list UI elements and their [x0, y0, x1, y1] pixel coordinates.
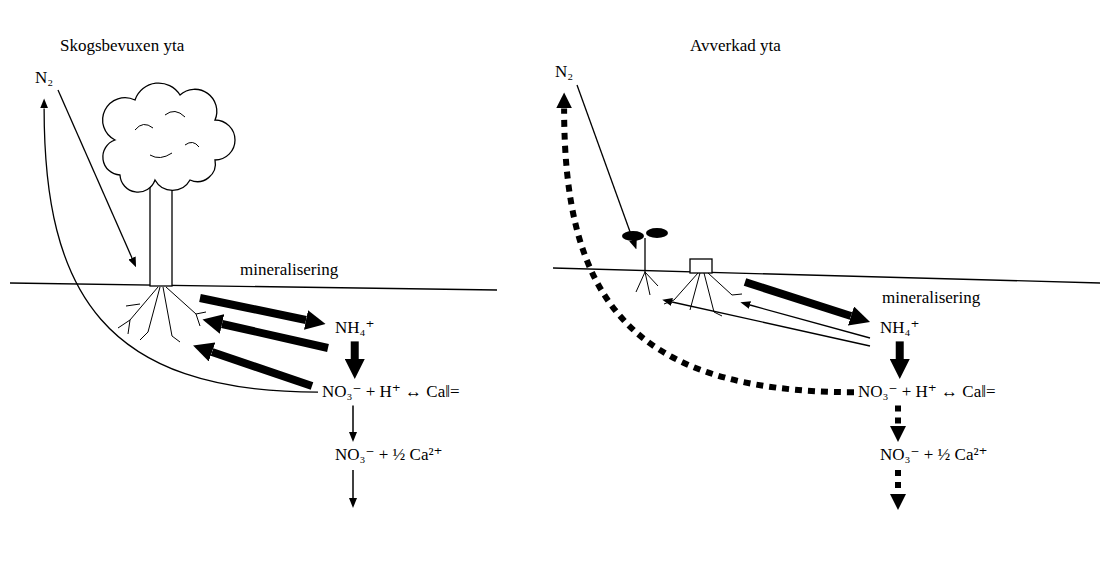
process-label: mineralisering	[240, 260, 338, 280]
formula-text: N₂	[35, 68, 53, 88]
formula-node: N₂	[555, 62, 573, 82]
formula-text: NO₃⁻ + H⁺ ↔ Ca‖=	[858, 382, 996, 402]
formula-node: NO₃⁻ + ½ Ca²⁺	[335, 445, 443, 465]
fixation-arrow	[577, 85, 633, 240]
tree-trunk	[150, 178, 172, 286]
crown-detail	[135, 111, 199, 157]
seedling-roots	[636, 272, 658, 295]
formula-text: NO₃⁻ + H⁺ ↔ Ca‖=	[322, 382, 460, 402]
dotted-flow-arrow	[564, 108, 854, 392]
ground-line	[10, 283, 497, 290]
mineralisation-arrow	[745, 282, 851, 316]
formula-node: NO₃⁻ + ½ Ca²⁺	[880, 445, 988, 465]
formula-text: N₂	[555, 62, 573, 82]
formula-text: NH₄⁺	[335, 318, 374, 338]
formula-node: NO₃⁻ + H⁺ ↔ Ca‖=	[322, 382, 460, 402]
panel-heading: Avverkad yta	[690, 36, 781, 56]
formula-text: NH₄⁺	[880, 318, 919, 338]
formula-text: NO₃⁻ + ½ Ca²⁺	[335, 445, 443, 465]
flow-arrow	[351, 341, 359, 359]
seedling-stem	[644, 238, 645, 272]
tree-crown	[103, 83, 235, 192]
uptake-arrow	[212, 352, 312, 386]
leaching-arrow	[352, 470, 354, 498]
tree-stump	[690, 259, 712, 273]
mineralisation-arrow	[200, 298, 306, 320]
formula-text: NO₃⁻ + ½ Ca²⁺	[880, 445, 988, 465]
flow-arrow	[352, 405, 354, 432]
process-label: mineralisering	[882, 288, 980, 308]
formula-node: NH₄⁺	[880, 318, 919, 338]
flow-arrow	[896, 341, 904, 359]
formula-node: NO₃⁻ + H⁺ ↔ Ca‖=	[858, 382, 996, 402]
uptake-arrow	[672, 302, 870, 346]
leaching-arrow	[895, 470, 901, 494]
formula-node: N₂	[35, 68, 53, 88]
dotted-flow-arrow	[895, 405, 901, 426]
panel-heading: Skogsbevuxen yta	[60, 36, 184, 56]
seedling-leaf	[646, 228, 668, 238]
fixation-arrow	[58, 90, 132, 258]
ground-line	[553, 268, 1100, 283]
uptake-arrow	[222, 324, 328, 348]
flow-arrow	[44, 108, 318, 392]
formula-node: NH₄⁺	[335, 318, 374, 338]
tree-roots	[118, 287, 206, 342]
